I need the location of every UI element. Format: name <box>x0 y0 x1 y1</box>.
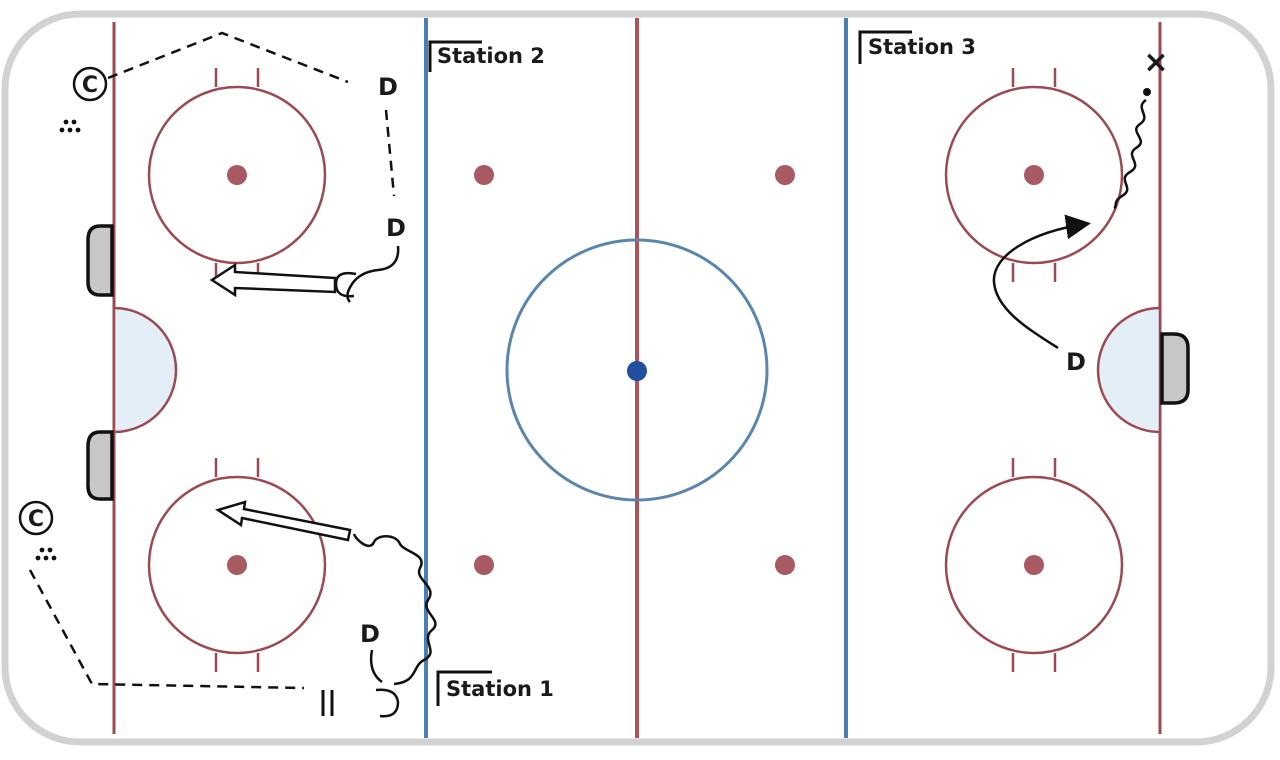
station-1-bracket <box>436 670 492 706</box>
faceoff-dot-right-top <box>1024 165 1044 185</box>
station-2-label: Station 2 <box>437 44 545 68</box>
faceoff-circle-right-top <box>944 68 1124 282</box>
right-crease <box>1096 306 1162 434</box>
neutral-dot-bottom-left <box>474 555 494 575</box>
center-dot <box>627 361 647 381</box>
left-net-bottom <box>86 430 114 501</box>
right-net <box>1160 332 1190 405</box>
stickhandle-route-right <box>1113 98 1147 210</box>
faceoff-circle-right-bottom <box>944 458 1124 672</box>
station-2-bracket <box>428 40 482 72</box>
coach-bottom-label: C <box>28 507 44 532</box>
left-net-top <box>86 224 114 297</box>
stickhandle-route-bottom <box>352 533 437 686</box>
puck-right <box>1143 88 1151 96</box>
faceoff-dot-left-bottom <box>227 555 247 575</box>
pass-route-d-to-d <box>384 109 396 197</box>
pivot-loop-bottom <box>375 688 400 718</box>
faceoff-dot-right-bottom <box>1024 555 1044 575</box>
target-x-mark: × <box>1143 45 1168 80</box>
station-3-bracket <box>858 30 912 64</box>
coach-top-circle <box>72 66 108 102</box>
pass-route-top <box>107 31 349 84</box>
center-circle <box>505 238 769 502</box>
coach-bottom-circle <box>18 500 54 536</box>
shot-arrow-top <box>209 262 337 298</box>
defense-right: D <box>1066 348 1086 376</box>
pass-route-bottom <box>28 569 305 690</box>
shot-arrow-bottom <box>215 500 352 542</box>
pivot-route-top <box>346 245 400 303</box>
defense-top-a: D <box>378 73 398 101</box>
neutral-dot-top-left <box>474 165 494 185</box>
faceoff-dot-left-top <box>227 165 247 185</box>
stop-marks-bottom <box>321 690 334 716</box>
neutral-dot-top-right <box>775 165 795 185</box>
skate-route-right <box>992 214 1091 350</box>
puck-pile-bottom <box>35 547 57 561</box>
station-1-label: Station 1 <box>446 677 554 701</box>
neutral-dot-bottom-right <box>775 555 795 575</box>
puck-pile-top <box>59 119 81 133</box>
skate-route-bottom <box>369 649 383 684</box>
defense-top-b: D <box>386 214 406 242</box>
coach-top-label: C <box>82 73 98 98</box>
defense-bottom: D <box>360 620 380 648</box>
faceoff-circle-left-bottom <box>147 458 327 672</box>
station-3-label: Station 3 <box>868 35 976 59</box>
left-crease <box>112 306 178 434</box>
